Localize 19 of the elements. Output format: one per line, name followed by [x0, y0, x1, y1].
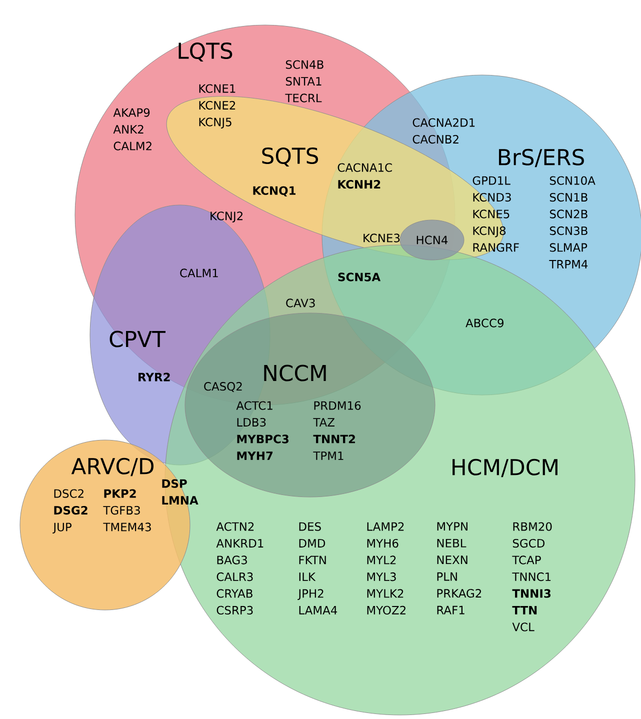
gene-list: PKP2 TGFB3 TMEM43	[103, 489, 151, 532]
gene-list: CALM1	[180, 268, 218, 278]
gene-list: DSC2 DSG2 JUP	[52, 489, 88, 534]
gene-list: KCNQ1	[253, 186, 296, 196]
gene-list: CASQ2	[204, 382, 242, 392]
gene-list: SCN4B SNTA1 TECRL	[285, 60, 324, 102]
gene-list: SCN5A	[338, 272, 381, 282]
gene-list: CAV3	[286, 298, 315, 308]
gene-list: ABCC9	[466, 318, 504, 328]
gene-list: MYPN NEBL NEXN PLN PRKAG2 RAF1	[437, 522, 482, 614]
gene-list: CACNA1C KCNH2	[338, 163, 392, 189]
gene-list: ACTN2 ANKRD1 BAG3 CALR3 CRYAB CSRP3	[216, 522, 264, 615]
gene-list: AKAP9 ANK2 CALM2	[113, 108, 152, 150]
gene-list: KCNE3	[364, 234, 400, 242]
gene-list: LAMP2 MYH6 MYL2 MYL3 MYLK2 MYOZ2	[367, 522, 406, 615]
gene-list: DES DMD FKTN ILK JPH2 LAMA4	[298, 522, 338, 614]
gene-list: RBM20 SGCD TCAP TNNC1 TNNI3 TTN VCL	[512, 522, 552, 632]
gene-list: KCNE1 KCNE2 KCNJ5	[199, 84, 236, 128]
gene-list: KCNJ2	[210, 212, 242, 222]
